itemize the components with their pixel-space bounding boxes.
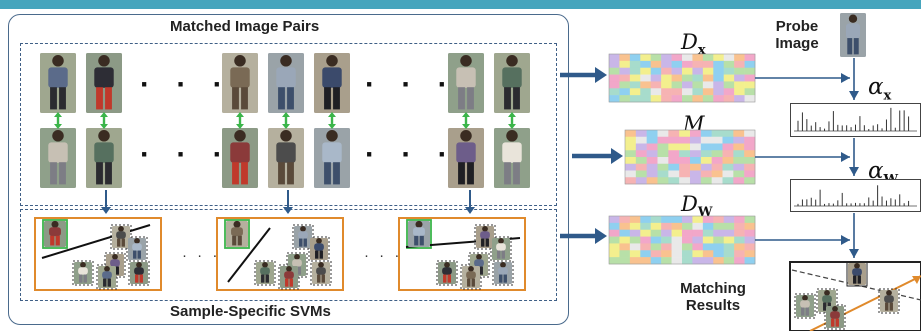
down-arrow-3 <box>465 190 475 214</box>
ellipsis-row2b: · · · <box>365 138 457 171</box>
down-arrow-1 <box>101 190 111 214</box>
training-panel <box>8 14 569 325</box>
pair-group-2-top-2 <box>314 53 350 113</box>
alpha-w-down-arrow <box>849 213 859 258</box>
dx-label: Dx <box>681 30 706 59</box>
result-sample-1 <box>796 294 814 317</box>
pair-group-2-top-0 <box>222 53 258 113</box>
result-sample-3 <box>826 305 844 328</box>
sample-svms-title: Sample-Specific SVMs <box>170 303 331 320</box>
pair-group-1-top-1 <box>86 53 122 113</box>
svm-2-negative-4 <box>280 265 298 288</box>
pair-link-icon <box>100 112 108 129</box>
arrow-to-dw <box>560 228 607 244</box>
svm-2-negative-3 <box>256 261 274 284</box>
svm-2-negative-1 <box>310 237 328 260</box>
svm-3-negative-5 <box>494 261 512 284</box>
result-sample-4 <box>880 289 898 312</box>
svm-3-negative-4 <box>462 265 480 288</box>
ellipsis-row2: · · · <box>140 138 232 171</box>
svm-1-positive <box>44 220 66 247</box>
pair-group-1-bottom-1 <box>86 128 122 188</box>
ellipsis-row1b: · · · <box>365 68 457 101</box>
result-sample-0 <box>848 262 866 285</box>
pair-group-2-top-1 <box>268 53 304 113</box>
svm-3-positive <box>408 220 430 247</box>
top-accent-bar <box>0 0 921 9</box>
arrow-to-dx <box>560 67 607 83</box>
dx-matrix <box>608 53 756 103</box>
ellipsis-row1: · · · <box>140 68 232 101</box>
alpha-x-bars <box>794 107 917 132</box>
m-matrix <box>624 129 756 185</box>
svm-2-content <box>224 219 332 290</box>
svm-1-negative-3 <box>74 261 92 284</box>
pair-link-icon <box>54 112 62 129</box>
dw-to-result-arrow <box>755 235 850 245</box>
probe-image <box>840 13 866 57</box>
svm-3-negative-1 <box>492 237 510 260</box>
pair-group-3-bottom-1 <box>494 128 530 188</box>
pair-group-2-bottom-2 <box>314 128 350 188</box>
matched-pairs-title: Matched Image Pairs <box>170 18 320 35</box>
svm-3-negative-3 <box>438 261 456 284</box>
alpha-w-bar-chart <box>790 179 921 212</box>
arrow-to-m <box>572 148 623 164</box>
pair-link-icon <box>236 112 244 129</box>
dx-to-alpha-arrow <box>755 73 850 83</box>
pair-link-icon <box>508 112 516 129</box>
alpha-x-label: αx <box>868 74 892 104</box>
pair-group-3-bottom-0 <box>448 128 484 188</box>
down-arrow-2 <box>283 190 293 214</box>
svm-ellipsis-2: · · · <box>364 247 403 264</box>
pair-link-icon <box>282 112 290 129</box>
m-to-alpha-arrow <box>755 152 850 162</box>
svm-2-negative-5 <box>312 261 330 284</box>
alpha-x-down-arrow <box>849 138 859 176</box>
probe-down-arrow <box>849 58 859 100</box>
pair-group-3-top-0 <box>448 53 484 113</box>
pair-group-2-bottom-0 <box>222 128 258 188</box>
pair-group-2-bottom-1 <box>268 128 304 188</box>
svm-1-negative-5 <box>130 261 148 284</box>
svm-ellipsis-1: · · · <box>182 247 221 264</box>
pair-link-icon <box>462 112 470 129</box>
pair-group-1-top-0 <box>40 53 76 113</box>
svm-1-negative-1 <box>128 237 146 260</box>
pair-link-icon <box>328 112 336 129</box>
pair-group-1-bottom-0 <box>40 128 76 188</box>
svm-1-negative-0 <box>112 225 130 248</box>
svm-2-negative-0 <box>294 225 312 248</box>
dw-matrix <box>608 215 756 265</box>
svm-3-negative-0 <box>476 225 494 248</box>
pair-group-3-top-1 <box>494 53 530 113</box>
svm-1-negative-4 <box>98 265 116 288</box>
alpha-w-bars <box>794 185 917 207</box>
svm-2-positive <box>226 220 248 247</box>
